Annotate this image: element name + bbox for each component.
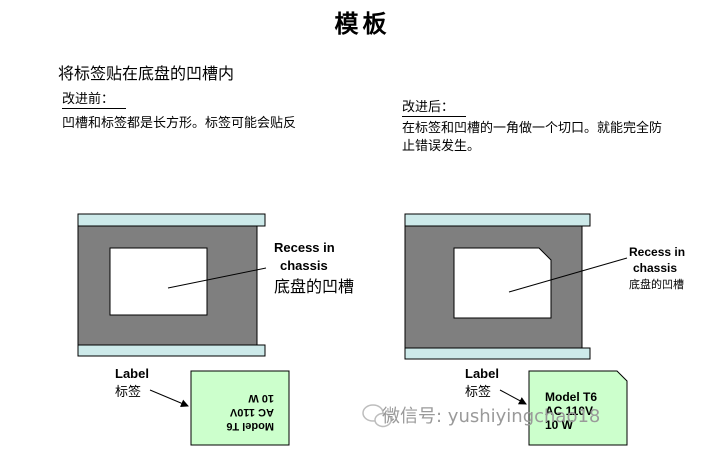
right-bottom-rail [404, 347, 591, 360]
right-label-cn: 标签 [465, 384, 491, 400]
left-recess-pointer [167, 267, 267, 289]
left-diagram: Recess in chassis 底盘的凹槽 Label 标签 Model T… [77, 213, 354, 446]
right-tag-line-3: 10 W [545, 418, 574, 432]
right-recess-notched [453, 247, 552, 319]
right-recess-label-1: Recess in [629, 245, 685, 259]
left-recess-label-1: Recess in [274, 240, 335, 255]
left-top-rail [77, 213, 266, 227]
after-description: 在标签和凹槽的一角做一个切口。就能完全防止错误发生。 [402, 121, 663, 154]
left-label-arrow [149, 389, 189, 407]
left-recess-label-2: chassis [280, 258, 328, 273]
right-label-en: Label [465, 366, 499, 381]
left-bottom-rail [77, 344, 266, 357]
after-heading: 改进后： [402, 100, 467, 117]
left-label-en: Label [115, 366, 149, 381]
before-heading: 改进前： [62, 92, 127, 109]
left-tag-line-3: 10 W [248, 392, 274, 404]
right-top-rail [404, 213, 591, 227]
left-label-cn: 标签 [115, 384, 141, 400]
wechat-icon [362, 404, 392, 428]
right-label-arrow [499, 389, 527, 405]
before-description: 凹槽和标签都是长方形。标签可能会贴反 [62, 116, 297, 131]
right-tag-line-1: Model T6 [545, 390, 597, 404]
left-tag-line-1: Model T6 [226, 420, 274, 432]
right-recess-pointer [508, 257, 628, 293]
page-title: 模板 [334, 10, 391, 38]
right-tag-notched [528, 370, 628, 446]
left-recess [109, 247, 208, 316]
right-tag-line-2: AC 110V [545, 404, 593, 418]
subtitle: 将标签贴在底盘的凹槽内 [58, 64, 235, 83]
left-recess-label-cn: 底盘的凹槽 [274, 277, 354, 296]
right-diagram: Recess in chassis 底盘的凹槽 Label 标签 Model T… [404, 213, 685, 446]
right-recess-label-cn: 底盘的凹槽 [629, 277, 684, 291]
watermark-text: 微信号: yushiyingchao18 [382, 406, 601, 427]
right-recess-label-2: chassis [633, 261, 677, 275]
left-tag-line-2: AC 110V [229, 406, 274, 418]
left-tag [190, 370, 290, 446]
